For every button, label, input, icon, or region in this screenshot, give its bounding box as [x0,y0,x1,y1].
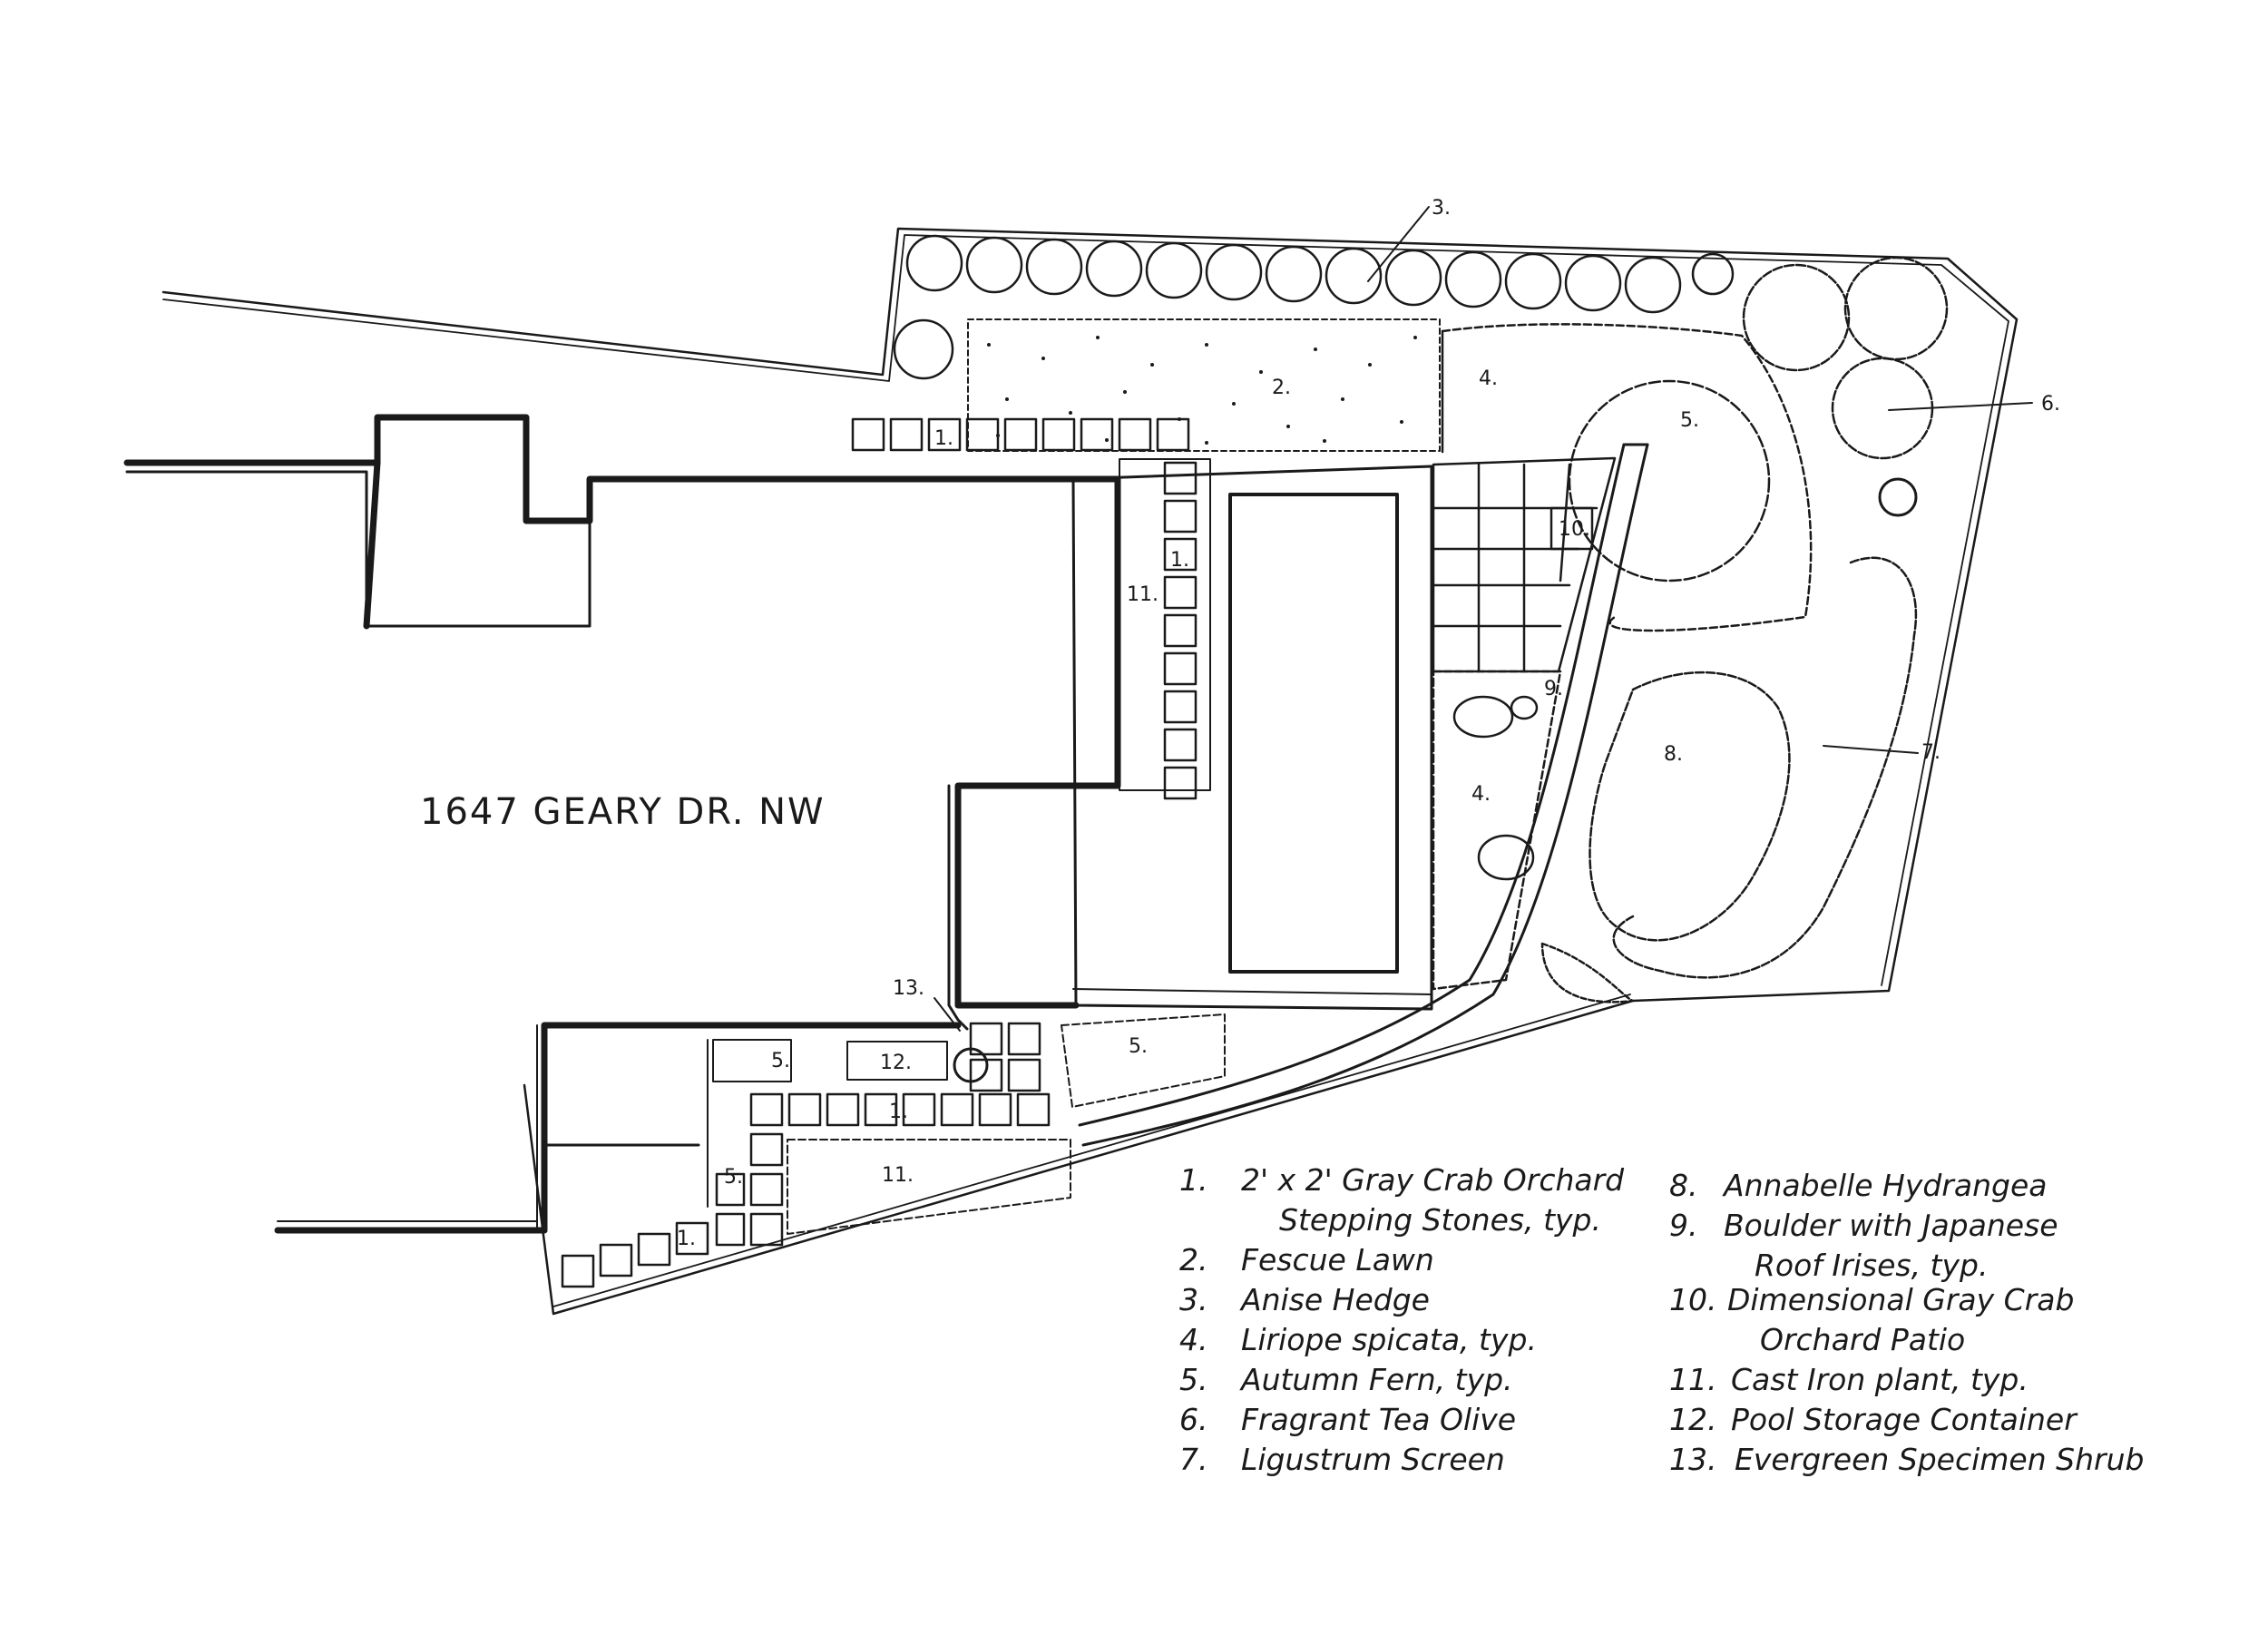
legend-item-7-num: 7. [1179,1442,1208,1477]
pool [961,465,1433,1011]
legend-item-11-num: 11. [1669,1362,1716,1397]
legend-right-column: 8. Annabelle Hydrangea 9. Boulder with J… [1669,1168,2144,1477]
legend-item-11-line-1: Cast Iron plant, typ. [1731,1362,2028,1397]
callout-fern-a: 5. [771,1050,790,1072]
legend-item-7-line-1: Ligustrum Screen [1241,1442,1505,1477]
planting-beds-lower [707,1013,1226,1235]
legend-item-1-num: 1. [1179,1162,1208,1198]
legend-item-8-num: 8. [1669,1168,1698,1203]
legend-item-9-line-2: Roof Irises, typ. [1755,1248,1988,1283]
legend-item-6-line-1: Fragrant Tea Olive [1241,1402,1516,1437]
callout-stone-side: 1. [1170,549,1189,572]
legend-item-12-num: 12. [1669,1402,1716,1437]
legend-item-6-num: 6. [1179,1402,1208,1437]
legend-item-13-line-1: Evergreen Specimen Shrub [1735,1442,2144,1477]
callout-fern-b: 5. [1129,1035,1148,1058]
callout-fern-bed: 5. [1680,409,1699,432]
legend-item-5-num: 5. [1179,1362,1208,1397]
callout-storage: 12. [880,1052,912,1074]
callout-cast-iron-bottom: 11. [882,1164,914,1187]
boulders [1432,670,1562,991]
legend-item-1-line-2: Stepping Stones, typ. [1279,1202,1601,1238]
legend-item-10-line-2: Orchard Patio [1760,1322,1965,1357]
callout-lawn: 2. [1272,377,1291,399]
legend-item-3-num: 3. [1179,1282,1208,1317]
callout-hedge: 3. [1432,197,1451,220]
legend-left-column: 1. 2' x 2' Gray Crab Orchard Stepping St… [1179,1162,1625,1477]
stepping-stones [561,417,1211,1288]
curved-walk [1078,443,1649,1147]
legend-item-4-line-1: Liriope spicata, typ. [1241,1322,1537,1357]
callout-cast-iron-side: 11. [1127,583,1158,606]
callout-boulder: 9. [1544,678,1563,700]
leader-lines [934,206,2033,1032]
fescue-lawn [967,318,1441,452]
callout-stone-top: 1. [934,427,953,450]
callout-stone-corner: 1. [677,1228,696,1250]
ligustrum-screen [1540,556,1918,1003]
patio [1432,456,1617,673]
legend-item-10-num: 10. [1669,1282,1716,1317]
callouts: 3. 2. 4. 5. 6. 1. 1. 11. 10. 9. 4. 8. 7.… [677,197,2060,1250]
hydrangea-bed [1589,671,1791,942]
property-boundary [161,227,2019,1316]
legend-item-5-line-1: Autumn Fern, typ. [1239,1362,1513,1397]
legend-item-1-line-1: 2' x 2' Gray Crab Orchard [1241,1162,1625,1198]
planting-beds-upper [1441,323,1813,632]
legend-item-9-line-1: Boulder with Japanese [1724,1208,2058,1243]
callout-stone-bottom: 1. [889,1101,908,1123]
address-label: 1647 GEARY DR. NW [420,791,826,833]
legend-item-2-num: 2. [1179,1242,1208,1277]
callout-patio: 10. [1559,518,1590,541]
legend-item-8-line-1: Annabelle Hydrangea [1722,1168,2047,1203]
legend: 1. 2' x 2' Gray Crab Orchard Stepping St… [1179,1162,2144,1477]
legend-item-12-line-1: Pool Storage Container [1731,1402,2078,1437]
callout-ligustrum: 7. [1921,741,1941,764]
callout-fern-c: 5. [724,1166,743,1189]
callout-tea-olive: 6. [2041,393,2060,416]
legend-item-2-line-1: Fescue Lawn [1241,1242,1434,1277]
callout-liriope-mid: 4. [1471,783,1491,806]
legend-item-10-line-1: Dimensional Gray Crab [1727,1282,2074,1317]
legend-item-9-num: 9. [1669,1208,1698,1243]
legend-item-4-num: 4. [1179,1322,1208,1357]
house-outline [123,414,1121,1234]
anise-hedge [893,234,1735,380]
callout-liriope-top: 4. [1479,367,1498,390]
legend-item-13-num: 13. [1669,1442,1716,1477]
legend-item-3-line-1: Anise Hedge [1239,1282,1430,1317]
callout-hydrangea: 8. [1664,743,1683,766]
callout-specimen: 13. [893,977,924,1000]
